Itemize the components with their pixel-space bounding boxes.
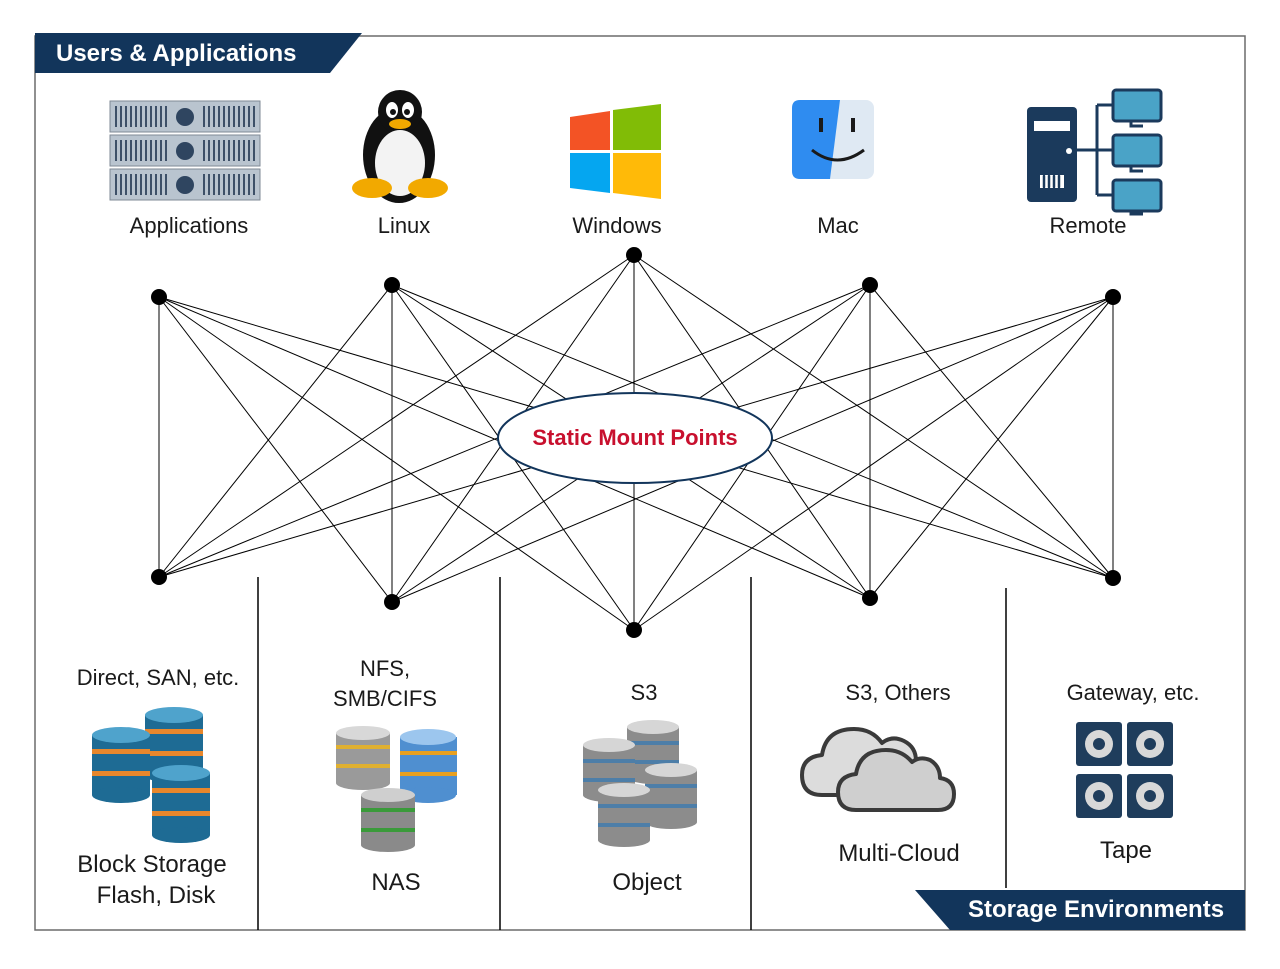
- client-node-2: [626, 247, 642, 263]
- storage-name-nas: NAS: [371, 869, 421, 896]
- client-node-1: [384, 277, 400, 293]
- client-node-0: [151, 289, 167, 305]
- windows-logo-icon: [570, 104, 661, 199]
- storage-protocol-nas-line1: NFS,: [359, 656, 411, 681]
- client-label-applications: Applications: [129, 213, 249, 238]
- nas-database-icon: [336, 726, 457, 852]
- users-applications-title: Users & Applications: [56, 40, 297, 67]
- mesh-link-4-2: [633, 296, 1114, 631]
- static-mount-points-label: Static Mount Points: [532, 425, 738, 450]
- client-label-linux: Linux: [377, 213, 431, 238]
- storage-protocol-nas-line2: SMB/CIFS: [333, 686, 437, 711]
- client-label-remote: Remote: [1049, 213, 1127, 238]
- client-label-mac: Mac: [817, 213, 859, 238]
- cloud-icon: [800, 727, 956, 812]
- client-label-windows: Windows: [572, 213, 662, 238]
- storage-protocol-tape: Gateway, etc.: [1066, 680, 1200, 705]
- storage-protocol-cloud: S3, Others: [845, 680, 951, 705]
- storage-protocol-block: Direct, SAN, etc.: [76, 665, 240, 690]
- storage-environments-title: Storage Environments: [968, 896, 1225, 923]
- storage-name-block-line2: Flash, Disk: [96, 882, 216, 909]
- storage-name-block-line1: Block Storage: [77, 851, 227, 878]
- storage-node-2: [626, 622, 642, 638]
- storage-name-tape: Tape: [1099, 837, 1153, 864]
- mac-finder-icon: [792, 100, 874, 179]
- storage-node-0: [151, 569, 167, 585]
- node-dots: [151, 247, 1121, 638]
- mesh-link-2-0: [158, 254, 635, 578]
- storage-name-object: Object: [612, 869, 682, 896]
- storage-node-3: [862, 590, 878, 606]
- storage-node-1: [384, 594, 400, 610]
- storage-protocol-object: S3: [630, 680, 658, 705]
- storage-node-4: [1105, 570, 1121, 586]
- header-banner: [35, 33, 362, 73]
- mesh-link-3-4: [869, 284, 1114, 579]
- storage-name-cloud: Multi-Cloud: [838, 840, 960, 867]
- mesh-link-0-1: [158, 296, 393, 603]
- footer-banner: [915, 890, 1245, 930]
- client-node-4: [1105, 289, 1121, 305]
- mesh-link-0-2: [158, 296, 635, 631]
- tape-drive-icon: [1076, 722, 1173, 818]
- client-node-3: [862, 277, 878, 293]
- mesh-link-1-0: [158, 284, 393, 578]
- mesh-link-2-4: [633, 254, 1114, 579]
- static-mount-points-ellipse: [497, 392, 773, 484]
- mesh-link-4-3: [869, 296, 1114, 599]
- remote-network-icon: [1027, 88, 1163, 216]
- object-storage-database-icon: [583, 720, 697, 847]
- diagram-frame: [34, 35, 1246, 931]
- block-storage-database-icon: [92, 707, 210, 843]
- linux-penguin-icon: [352, 90, 448, 203]
- server-rack-icon: [109, 100, 261, 201]
- connection-mesh: [158, 254, 1114, 631]
